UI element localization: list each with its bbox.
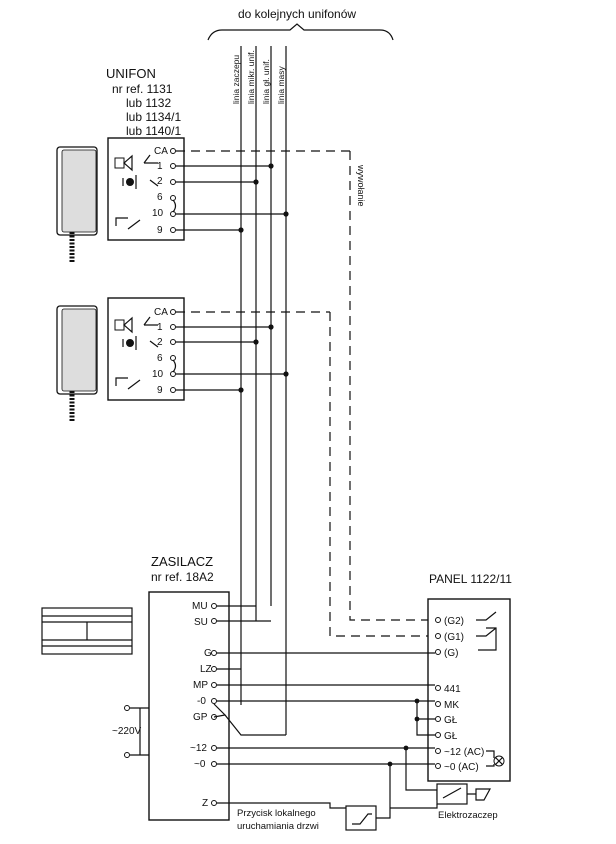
unifon-box-1: CA 1 2 6 10 9: [107, 137, 185, 241]
panel-term-gl1: GŁ: [444, 715, 458, 726]
panel-title: PANEL 1122/11: [429, 572, 512, 586]
handset-1-icon: [56, 146, 98, 262]
psu-term-mu: MU: [192, 601, 208, 612]
u1-term-1: 1: [157, 161, 163, 172]
svg-text:UNIFON: UNIFON: [106, 66, 156, 81]
psu-term-z: Z: [202, 798, 208, 809]
panel-term-ac0: ~0 (AC): [444, 762, 479, 773]
unifon-2-wiring: [176, 311, 330, 393]
unifon-title: UNIFON nr ref. 1131 lub 1132 lub 1134/1 …: [106, 66, 181, 138]
psu-panel-wiring: [217, 605, 437, 808]
panel-term-mk: MK: [444, 700, 459, 711]
button-label-2: uruchamiania drzwi: [237, 821, 319, 832]
psu-term-g: G: [204, 648, 212, 659]
psu-term-gp: GP: [193, 712, 208, 723]
bus-label-4: linia masy: [276, 65, 286, 104]
u1-term-2: 2: [157, 176, 163, 187]
panel-box: (G2) (G1) (G) 441 MK GŁ GŁ ~12 (AC) ~0 (…: [427, 598, 511, 782]
psu-term-ac12: ~12: [190, 743, 207, 754]
header-label: do kolejnych unifonów: [238, 7, 356, 21]
svg-text:nr ref. 1131: nr ref. 1131: [112, 82, 173, 96]
mains-label: ~220V: [112, 726, 142, 737]
svg-text:lub 1134/1: lub 1134/1: [126, 110, 181, 124]
bus-lines: [240, 46, 287, 735]
u1-term-6: 6: [157, 192, 163, 203]
psu-term-su: SU: [194, 617, 208, 628]
u1-term-ca: CA: [154, 146, 168, 157]
panel-term-g: (G): [444, 648, 458, 659]
u2-term-10: 10: [152, 369, 164, 380]
panel-term-ac12: ~12 (AC): [444, 747, 484, 758]
zasilacz-box: MU SU G LZ MP -0 GP ~12 ~0 Z: [148, 591, 230, 821]
u2-term-9: 9: [157, 385, 163, 396]
svg-text:ZASILACZ: ZASILACZ: [151, 554, 213, 569]
u2-term-1: 1: [157, 322, 163, 333]
bus-label-2: linia mikr. unif.: [246, 50, 256, 104]
button-label-1: Przycisk lokalnego: [237, 808, 316, 819]
svg-text:nr ref. 18A2: nr ref. 18A2: [151, 570, 214, 584]
u1-term-9: 9: [157, 225, 163, 236]
u2-term-ca: CA: [154, 307, 168, 318]
call-lines: [329, 151, 433, 637]
bus-line-labels: linia zaczepu linia mikr. unif. linia gł…: [231, 50, 286, 104]
bus-label-3: linia gł. unif.: [261, 59, 271, 104]
u2-term-6: 6: [157, 353, 163, 364]
panel-term-gl2: GŁ: [444, 731, 458, 742]
panel-term-g1: (G1): [444, 632, 464, 643]
unifon-1-wiring: [176, 150, 350, 233]
header-brace: [207, 23, 394, 41]
svg-text:lub 1140/1: lub 1140/1: [126, 124, 181, 138]
psu-term-mp: MP: [193, 680, 208, 691]
local-door-button: Przycisk lokalnego uruchamiania drzwi: [217, 802, 391, 832]
lock-label: Elektrozaczep: [438, 810, 498, 821]
u1-term-10: 10: [152, 208, 164, 219]
u2-term-2: 2: [157, 337, 163, 348]
psu-device-icon: [41, 607, 133, 655]
psu-term-minus0: -0: [197, 696, 206, 707]
door-strike-icon: Elektrozaczep: [390, 783, 498, 821]
panel-term-441: 441: [444, 684, 461, 695]
handset-2-icon: [56, 305, 98, 422]
panel-term-g2: (G2): [444, 616, 464, 627]
psu-term-lz: LZ: [200, 664, 212, 675]
psu-term-ac0: ~0: [194, 759, 206, 770]
call-label: wywołanie: [356, 164, 366, 207]
zasilacz-title: ZASILACZ nr ref. 18A2: [151, 554, 214, 584]
bus-label-1: linia zaczepu: [231, 55, 241, 104]
mains-input: ~220V: [112, 705, 149, 758]
unifon-box-2: CA 1 2 6 10 9: [107, 297, 185, 401]
svg-text:lub 1132: lub 1132: [126, 96, 171, 110]
